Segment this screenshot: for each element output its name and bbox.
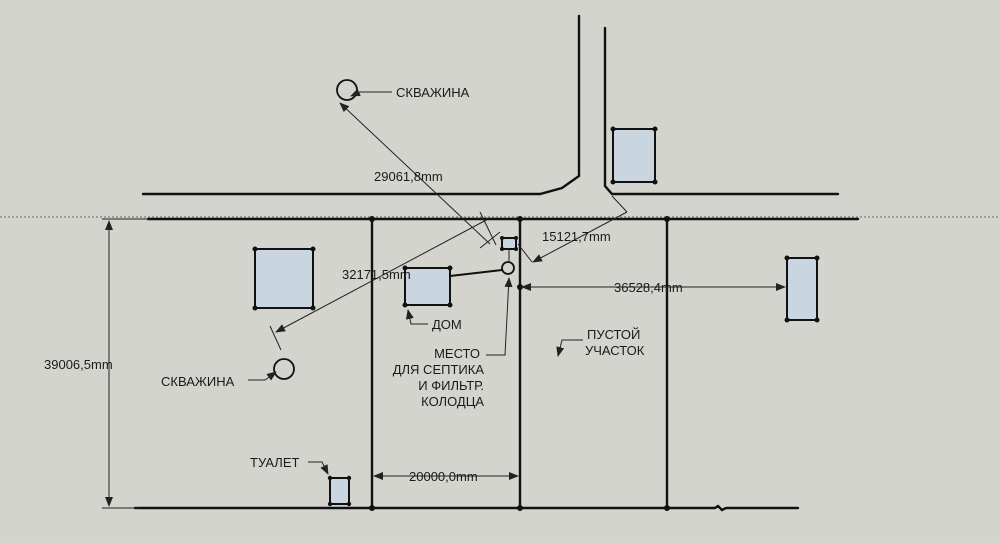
plot-boundaries <box>370 217 669 510</box>
dim-text-well-top: 29061,8mm <box>374 169 443 184</box>
leader-lines <box>248 88 583 475</box>
house-pipe <box>449 269 503 277</box>
dim-text-septic-neighbor: 36528,4mm <box>614 280 683 295</box>
well-left-circle <box>273 358 295 380</box>
dim-well-left-septic <box>269 211 497 351</box>
label-place-2: ДЛЯ СЕПТИКА <box>393 362 485 377</box>
label-well-left: СКВАЖИНА <box>161 374 235 389</box>
building-left <box>252 246 316 311</box>
toilet-building <box>327 475 352 507</box>
dim-well-top-septic <box>339 102 501 249</box>
dim-text-well-left: 32171,5mm <box>342 267 411 282</box>
building-top-right <box>610 126 658 185</box>
label-empty-2: УЧАСТОК <box>585 343 645 358</box>
dim-septic-road <box>517 195 628 263</box>
dim-plot-depth <box>102 218 150 509</box>
dim-text-plot-width: 20000,0mm <box>409 469 478 484</box>
dim-text-septic-road: 15121,7mm <box>542 229 611 244</box>
boundary-nodes <box>369 216 670 511</box>
label-place-1: МЕСТО <box>434 346 480 361</box>
neighbor-building <box>784 255 820 323</box>
road-lines <box>141 14 840 196</box>
bottom-boundary <box>133 504 800 512</box>
label-empty-1: ПУСТОЙ <box>587 327 640 342</box>
label-well-top: СКВАЖИНА <box>396 85 470 100</box>
dim-text-plot-depth: 39006,5mm <box>44 357 113 372</box>
label-place-3: И ФИЛЬТР. <box>418 378 484 393</box>
label-place-4: КОЛОДЦА <box>421 394 484 409</box>
septic-tank <box>500 236 518 251</box>
label-toilet: ТУАЛЕТ <box>250 455 299 470</box>
house-building <box>402 265 453 308</box>
label-house: ДОМ <box>432 317 462 332</box>
well-top-circle <box>336 79 358 101</box>
filter-well <box>501 261 515 275</box>
